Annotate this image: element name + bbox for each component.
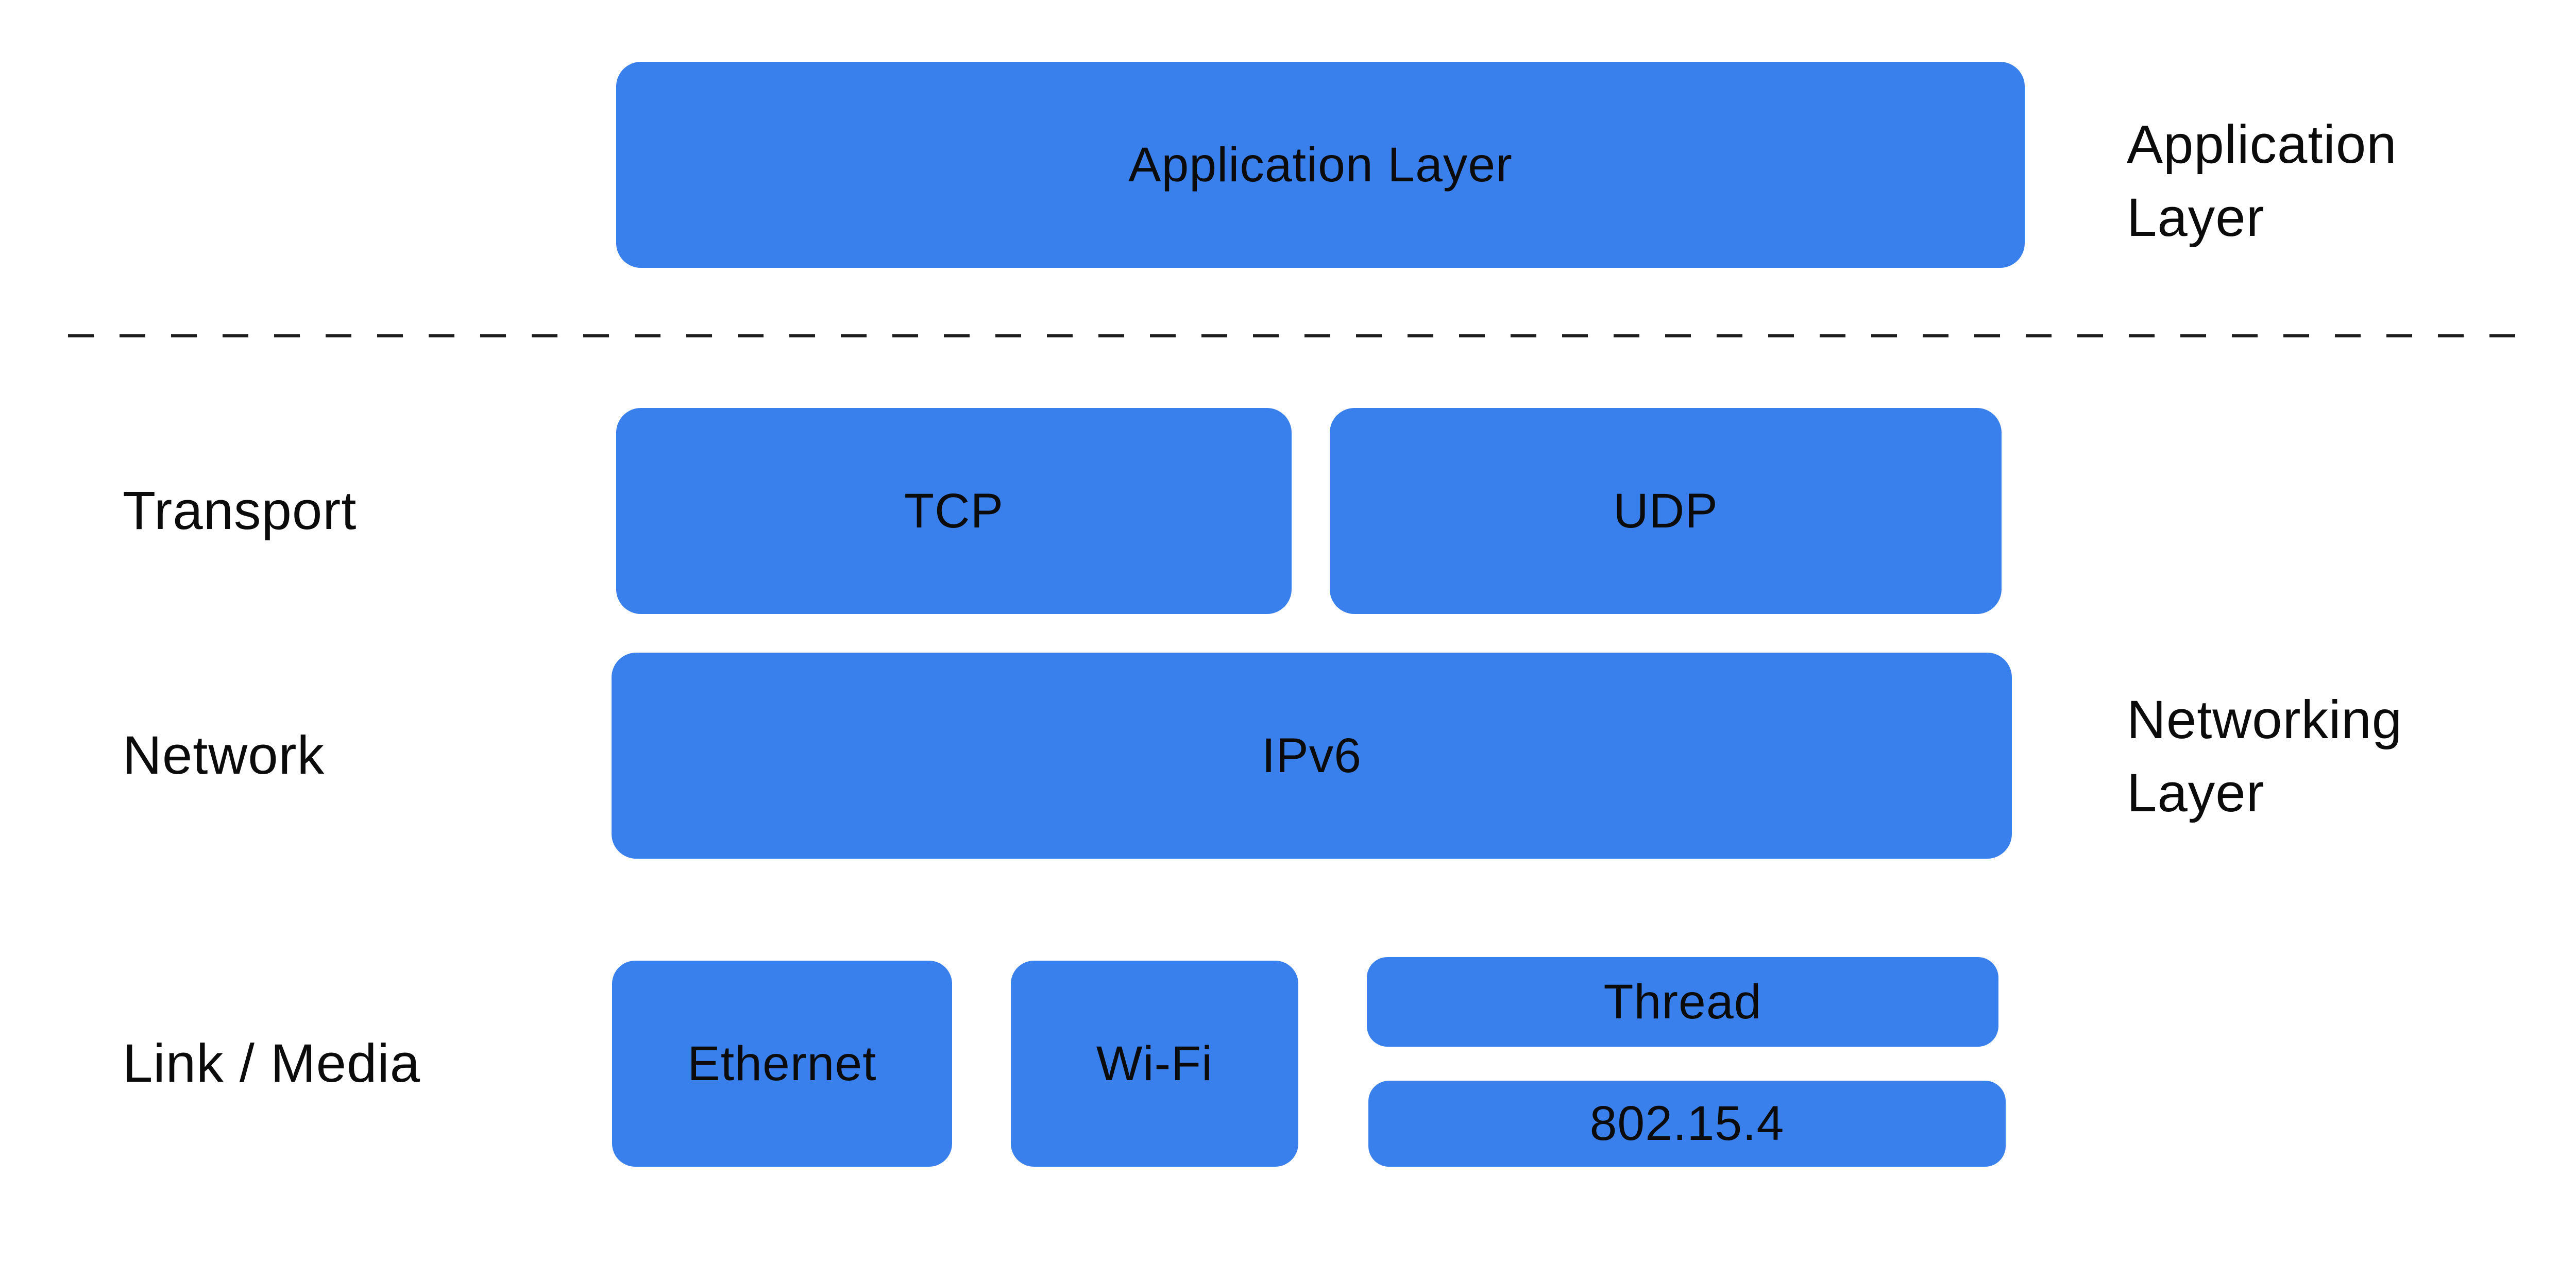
tcp-box-label: TCP xyxy=(904,483,1004,538)
ieee-802-15-4-box: 802.15.4 xyxy=(1368,1081,2006,1167)
networking-side-label-line1: Networking xyxy=(2127,690,2403,750)
wifi-box-label: Wi-Fi xyxy=(1096,1036,1213,1091)
ipv6-box-label: IPv6 xyxy=(1261,728,1362,783)
application-layer-side-label: Application Layer xyxy=(2127,108,2397,254)
ieee-802-15-4-box-label: 802.15.4 xyxy=(1589,1096,1785,1151)
tcp-box: TCP xyxy=(616,408,1292,614)
link-media-row-label: Link / Media xyxy=(123,1033,421,1094)
ethernet-box: Ethernet xyxy=(612,961,952,1167)
udp-box: UDP xyxy=(1330,408,2002,614)
udp-box-label: UDP xyxy=(1613,483,1718,538)
network-row-label: Network xyxy=(123,725,325,786)
application-side-label-line1: Application xyxy=(2127,114,2397,175)
thread-box: Thread xyxy=(1367,957,1998,1047)
dashed-divider-line xyxy=(68,334,2515,337)
application-layer-box: Application Layer xyxy=(616,62,2025,268)
networking-layer-side-label: Networking Layer xyxy=(2127,684,2402,830)
thread-box-label: Thread xyxy=(1603,974,1762,1029)
transport-row-label: Transport xyxy=(123,481,357,541)
wifi-box: Wi-Fi xyxy=(1011,961,1298,1167)
application-layer-box-label: Application Layer xyxy=(1128,137,1513,192)
application-side-label-line2: Layer xyxy=(2127,187,2265,248)
ethernet-box-label: Ethernet xyxy=(687,1036,877,1091)
ipv6-box: IPv6 xyxy=(612,653,2012,859)
networking-side-label-line2: Layer xyxy=(2127,763,2265,823)
